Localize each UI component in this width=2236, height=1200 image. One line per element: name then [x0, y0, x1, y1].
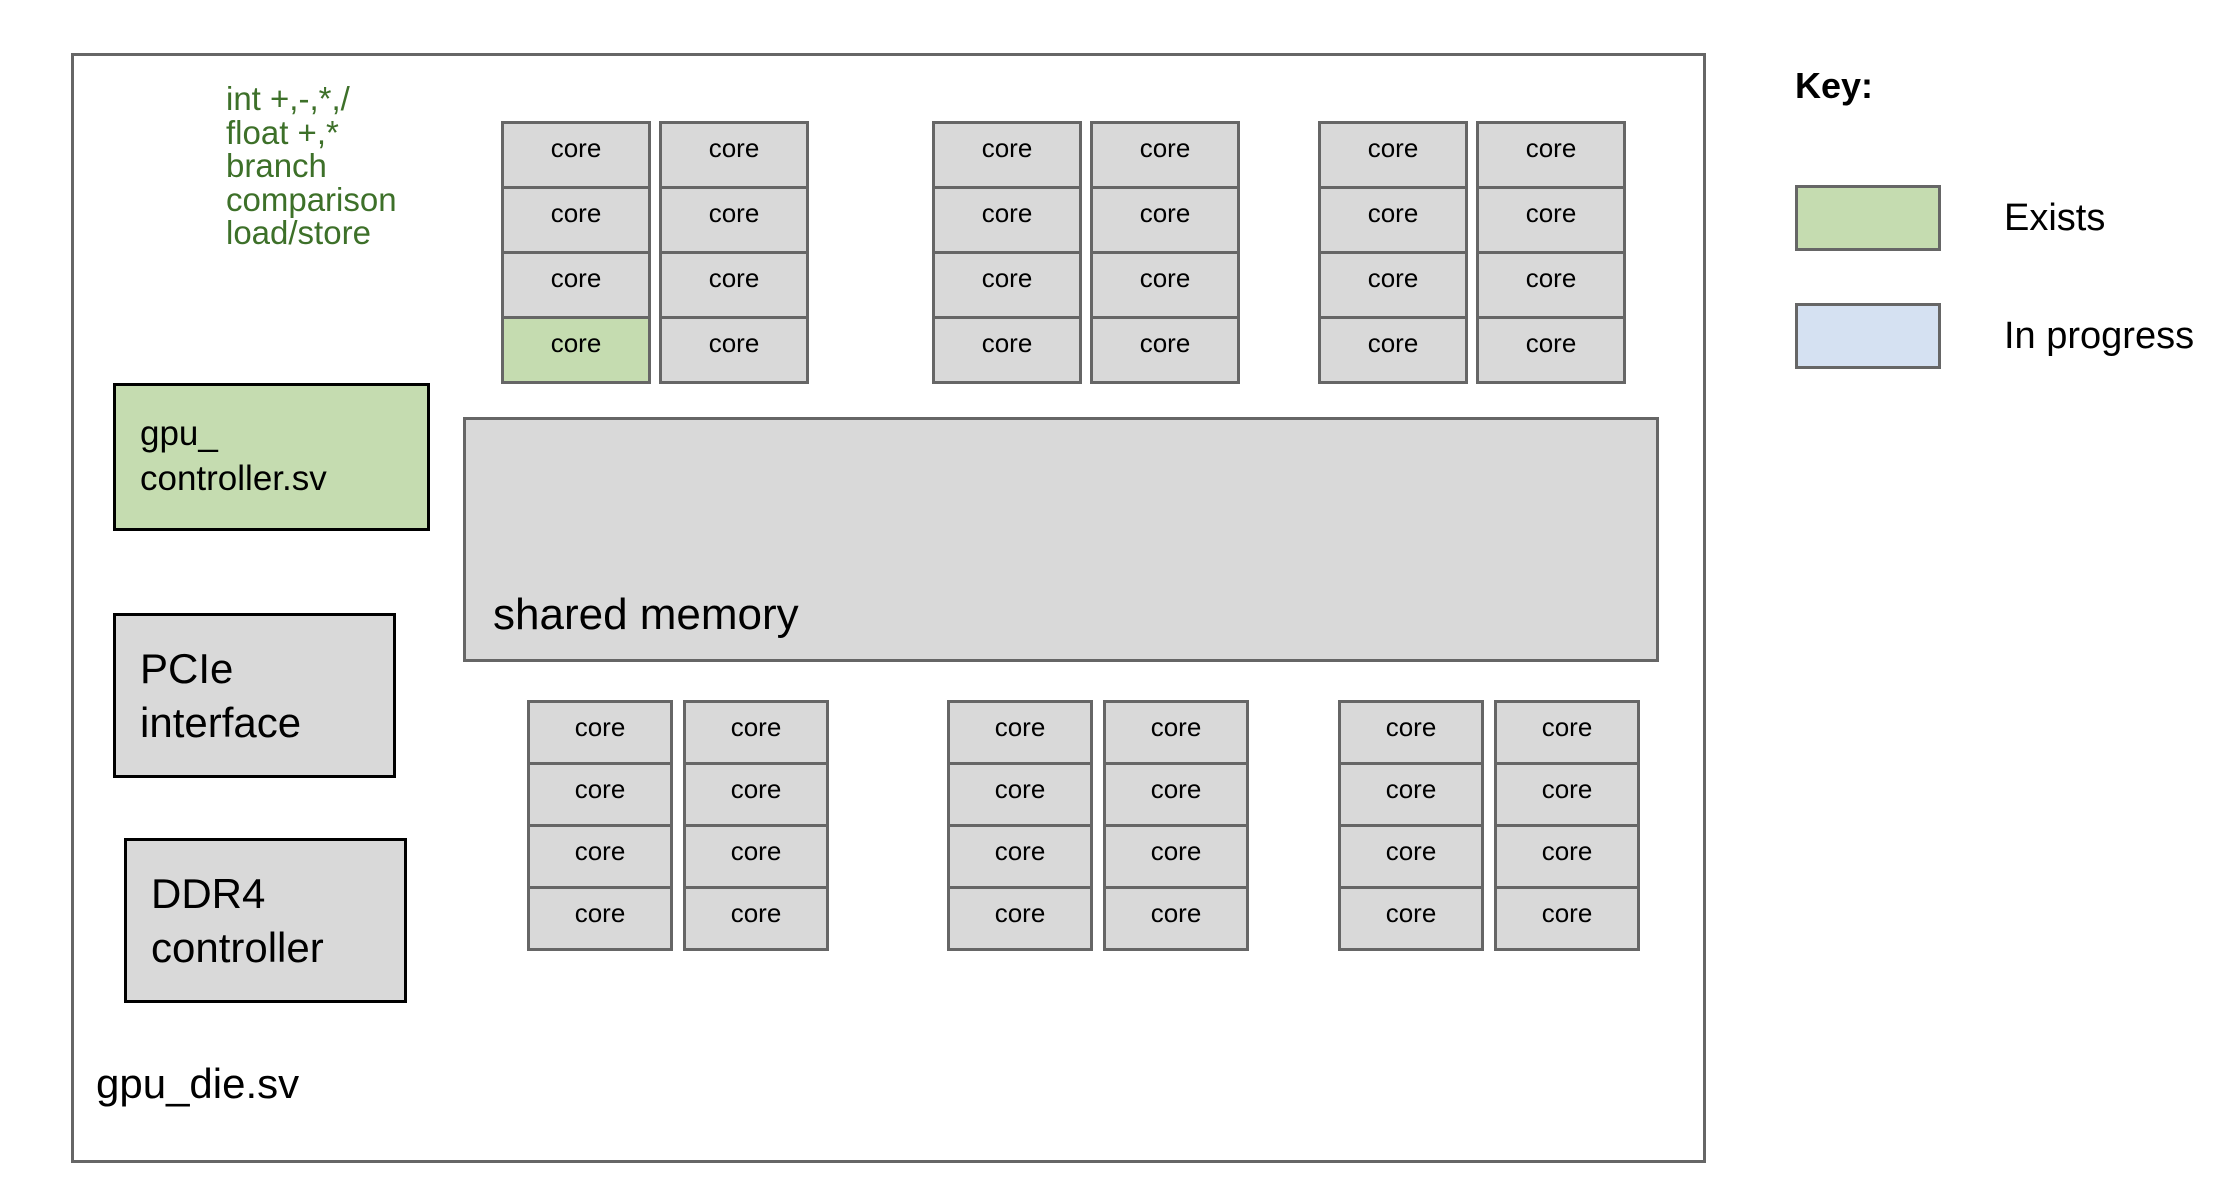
- core-tile[interactable]: core: [1338, 824, 1484, 889]
- core-tile[interactable]: core: [1338, 886, 1484, 951]
- block-gpu-controller-label: gpu_ controller.sv: [140, 414, 327, 498]
- core-tile[interactable]: core: [659, 121, 809, 189]
- core-tile[interactable]: core: [932, 251, 1082, 319]
- core-tile[interactable]: core: [1103, 700, 1249, 765]
- core-tile[interactable]: core: [1338, 700, 1484, 765]
- core-tile[interactable]: core: [683, 886, 829, 951]
- core-cluster-bottom-2: core core core core core core core core: [1338, 700, 1640, 951]
- core-column: core core core core: [1338, 700, 1484, 951]
- core-tile[interactable]: core: [1476, 251, 1626, 319]
- core-tile[interactable]: core: [1318, 186, 1468, 254]
- core-tile[interactable]: core: [659, 186, 809, 254]
- core-cluster-top-2: core core core core core core core core: [1318, 121, 1626, 384]
- isa-note-line: float +,*: [226, 113, 339, 151]
- core-cluster-top-1: core core core core core core core core: [932, 121, 1240, 384]
- core-tile[interactable]: core: [1494, 824, 1640, 889]
- core-column: core core core core: [1318, 121, 1468, 384]
- core-tile[interactable]: core: [1090, 121, 1240, 189]
- core-tile[interactable]: core: [501, 186, 651, 254]
- core-tile[interactable]: core: [527, 700, 673, 765]
- core-tile[interactable]: core: [1103, 886, 1249, 951]
- block-ddr4-controller[interactable]: DDR4 controller: [124, 838, 407, 1003]
- core-column: core core core core: [1090, 121, 1240, 384]
- core-tile[interactable]: core: [932, 316, 1082, 384]
- key-item-exists: Exists: [1795, 185, 2105, 251]
- key-swatch-exists: [1795, 185, 1941, 251]
- core-tile[interactable]: core: [1476, 316, 1626, 384]
- key-label-exists: Exists: [2004, 197, 2106, 239]
- core-tile[interactable]: core: [501, 251, 651, 319]
- block-ddr4-controller-label: DDR4 controller: [151, 869, 324, 971]
- core-tile[interactable]: core: [1494, 886, 1640, 951]
- core-tile[interactable]: core: [1103, 762, 1249, 827]
- core-tile[interactable]: core: [932, 186, 1082, 254]
- key-item-in-progress: In progress: [1795, 303, 2194, 369]
- core-tile[interactable]: core: [527, 824, 673, 889]
- isa-note-line: comparison: [226, 180, 397, 218]
- core-tile[interactable]: core: [659, 251, 809, 319]
- core-tile[interactable]: core: [1476, 186, 1626, 254]
- core-tile[interactable]: core: [1318, 121, 1468, 189]
- core-tile[interactable]: core: [932, 121, 1082, 189]
- core-column: core core core core: [1494, 700, 1640, 951]
- isa-note-line: branch: [226, 147, 327, 184]
- core-tile[interactable]: core: [683, 762, 829, 827]
- core-tile[interactable]: core: [659, 316, 809, 384]
- core-column: core core core core: [1103, 700, 1249, 951]
- block-gpu-controller[interactable]: gpu_ controller.sv: [113, 383, 430, 531]
- core-column: core core core core: [501, 121, 651, 384]
- core-tile[interactable]: core: [527, 886, 673, 951]
- isa-capability-note: int +,-,*,/ float +,* branch comparison …: [226, 82, 397, 250]
- key-label-in-progress: In progress: [2004, 315, 2195, 357]
- block-pcie-interface-label: PCIe interface: [140, 644, 302, 746]
- core-tile[interactable]: core: [947, 886, 1093, 951]
- core-tile[interactable]: core: [527, 762, 673, 827]
- core-column: core core core core: [932, 121, 1082, 384]
- core-tile[interactable]: core: [1494, 762, 1640, 827]
- gpu-die-label: gpu_die.sv: [96, 1060, 300, 1107]
- isa-note-line: int +,-,*,/: [226, 80, 350, 117]
- core-cluster-bottom-0: core core core core core core core core: [527, 700, 829, 951]
- key-swatch-in-progress: [1795, 303, 1941, 369]
- core-column: core core core core: [527, 700, 673, 951]
- core-cluster-top-0: core core core core core core core core: [501, 121, 809, 384]
- core-column: core core core core: [947, 700, 1093, 951]
- core-tile[interactable]: core: [1090, 186, 1240, 254]
- core-tile[interactable]: core: [1090, 251, 1240, 319]
- core-tile[interactable]: core: [1318, 316, 1468, 384]
- core-tile[interactable]: core: [683, 700, 829, 765]
- core-tile[interactable]: core: [683, 824, 829, 889]
- core-tile[interactable]: core: [1494, 700, 1640, 765]
- core-column: core core core core: [659, 121, 809, 384]
- core-column: core core core core: [683, 700, 829, 951]
- core-tile[interactable]: core: [1103, 824, 1249, 889]
- core-column: core core core core: [1476, 121, 1626, 384]
- block-shared-memory[interactable]: shared memory: [463, 417, 1659, 662]
- core-tile[interactable]: core: [1090, 316, 1240, 384]
- isa-note-line: load/store: [226, 214, 371, 251]
- core-tile[interactable]: core: [947, 824, 1093, 889]
- core-tile[interactable]: core: [947, 700, 1093, 765]
- block-pcie-interface[interactable]: PCIe interface: [113, 613, 396, 778]
- core-tile[interactable]: core: [501, 121, 651, 189]
- shared-memory-label: shared memory: [493, 590, 799, 639]
- core-cluster-bottom-1: core core core core core core core core: [947, 700, 1249, 951]
- key-title: Key:: [1795, 65, 1874, 106]
- core-tile[interactable]: core: [1476, 121, 1626, 189]
- core-tile[interactable]: core: [1318, 251, 1468, 319]
- core-tile-exists[interactable]: core: [501, 316, 651, 384]
- core-tile[interactable]: core: [1338, 762, 1484, 827]
- core-tile[interactable]: core: [947, 762, 1093, 827]
